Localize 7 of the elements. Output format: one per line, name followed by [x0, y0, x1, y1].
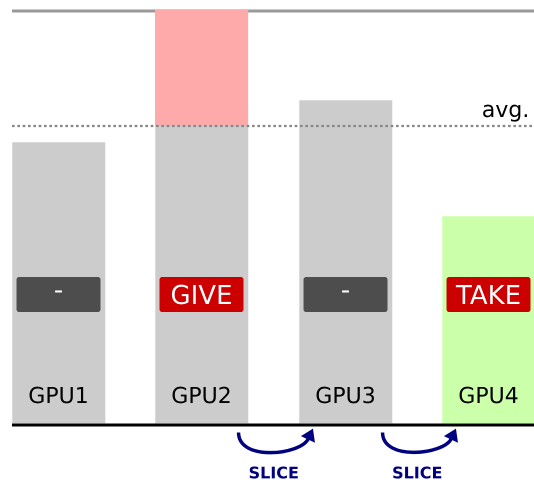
status-badge: -	[304, 277, 388, 312]
average-label: avg.	[483, 104, 527, 122]
edge-label: SLICE	[393, 466, 442, 479]
edge-label: SLICE	[250, 466, 298, 479]
status-badge: TAKE	[446, 277, 530, 312]
status-badge: GIVE	[160, 277, 244, 312]
status-badge: -	[16, 277, 100, 312]
